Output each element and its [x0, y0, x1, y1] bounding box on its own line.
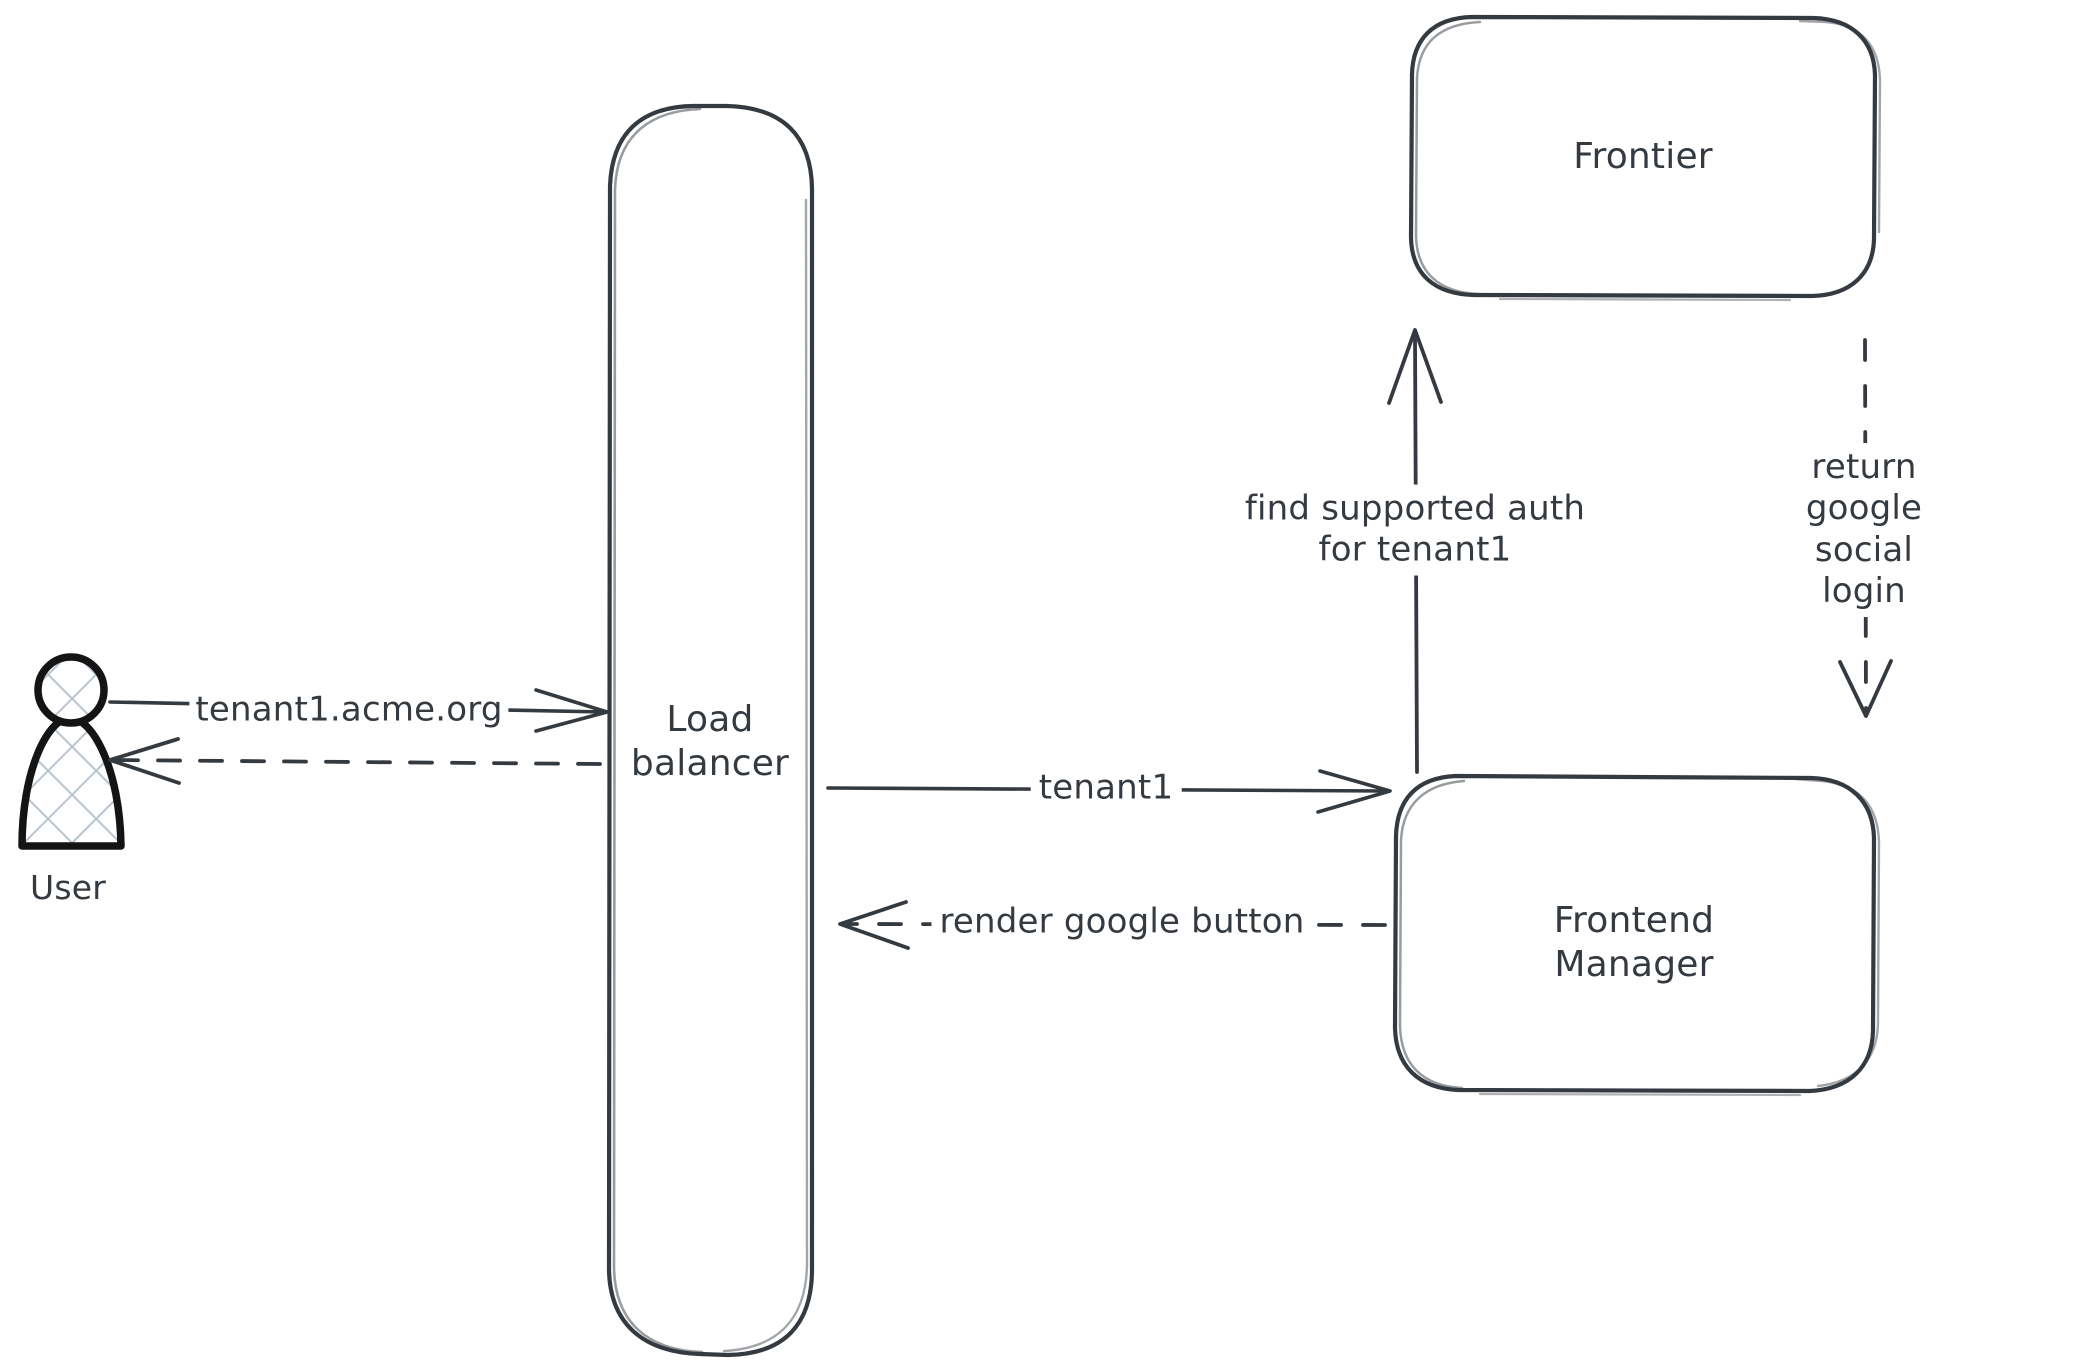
edge-label-frontier-to-fm: return google social login — [1754, 443, 1974, 617]
actor-label-user: User — [29, 867, 107, 907]
edge-label-lb-to-fm: tenant1 — [1030, 767, 1182, 809]
edge-label-fm-to-frontier: find supported auth for tenant1 — [1234, 484, 1596, 576]
node-frontier[interactable] — [1408, 14, 1882, 302]
node-label-frontend-manager: Frontend Manager — [1553, 900, 1715, 985]
node-load-balancer[interactable] — [606, 103, 815, 1358]
node-label-frontier: Frontier — [1573, 136, 1713, 178]
edge-label-fm-to-lb: render google button — [931, 901, 1313, 943]
node-label-load-balancer: Load balancer — [630, 699, 790, 784]
edge-lb-to-user — [108, 737, 602, 785]
edge-label-user-to-lb: tenant1.acme.org — [189, 689, 509, 731]
actor-user[interactable] — [18, 653, 125, 850]
node-frontend-manager[interactable] — [1392, 773, 1881, 1097]
